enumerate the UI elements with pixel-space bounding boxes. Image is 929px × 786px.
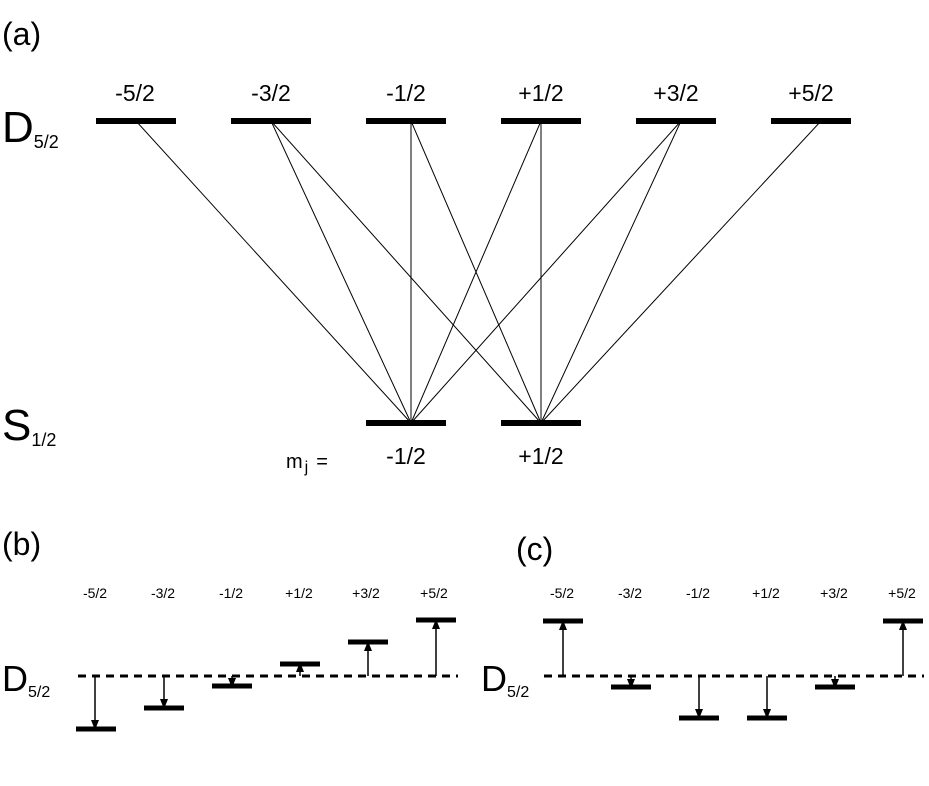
upper-state-main: D [2, 103, 34, 152]
upper-mj-label: +1/2 [518, 80, 563, 106]
transition-line [410, 120, 682, 424]
panel-b-label: (b) [2, 526, 41, 562]
transition-line [135, 120, 412, 424]
lower-state-sub: 1/2 [31, 430, 56, 450]
transition-line [540, 120, 822, 424]
upper-mj-labels: -5/2 -3/2 -1/2 +1/2 +3/2 +5/2 [115, 80, 834, 106]
transition-line [410, 120, 542, 424]
transition-lines [135, 120, 822, 424]
upper-mj-label: -3/2 [251, 80, 291, 106]
panel-b-mj-label: +3/2 [352, 585, 380, 601]
panel-c-mj-label: +1/2 [752, 585, 780, 601]
transition-line [270, 120, 412, 424]
panel-b-state-main: D [2, 658, 28, 699]
panel-b-mj-label: -1/2 [219, 585, 243, 601]
upper-mj-label: +3/2 [653, 80, 698, 106]
upper-state-label: D5/2 [2, 103, 59, 152]
panel-b-mj-label: -5/2 [83, 585, 107, 601]
panel-b-mj-label: +1/2 [285, 585, 313, 601]
panel-b: (b) D5/2 -5/2 -3/2 -1/2 +1/2 +3/2 +5/2 [2, 526, 458, 732]
lower-state-label: S1/2 [2, 401, 56, 450]
panel-c-state-sub: 5/2 [507, 684, 529, 701]
panel-b-shift-arrows [91, 619, 440, 730]
upper-state-sub: 5/2 [34, 132, 59, 152]
panel-c-state-label: D5/2 [481, 658, 529, 701]
lower-state-main: S [2, 401, 31, 450]
mj-prefix-eq: = [316, 451, 328, 473]
upper-mj-label: -1/2 [386, 80, 426, 106]
panel-c: (c) D5/2 -5/2 -3/2 -1/2 +1/2 +3/2 +5/2 [481, 531, 924, 721]
panel-c-mj-label: +5/2 [888, 585, 916, 601]
panel-c-mj-label: -1/2 [686, 585, 710, 601]
mj-prefix-main: m [286, 451, 303, 473]
panel-b-mj-labels: -5/2 -3/2 -1/2 +1/2 +3/2 +5/2 [83, 585, 448, 601]
panel-b-mj-label: -3/2 [151, 585, 175, 601]
panel-a-label: (a) [2, 16, 41, 52]
panel-b-mj-label: +5/2 [420, 585, 448, 601]
panel-c-mj-label: -5/2 [550, 585, 574, 601]
panel-c-state-main: D [481, 658, 507, 699]
upper-mj-label: +5/2 [788, 80, 833, 106]
panel-c-mj-label: -3/2 [618, 585, 642, 601]
lower-mj-label: +1/2 [518, 443, 563, 469]
upper-mj-label: -5/2 [115, 80, 155, 106]
panel-c-label: (c) [516, 531, 553, 567]
panel-b-state-sub: 5/2 [28, 684, 50, 701]
panel-b-state-label: D5/2 [2, 658, 50, 701]
transition-line [540, 120, 682, 424]
mj-prefix-sub: j [304, 459, 309, 476]
panel-c-mj-label: +3/2 [820, 585, 848, 601]
panel-c-mj-labels: -5/2 -3/2 -1/2 +1/2 +3/2 +5/2 [550, 585, 916, 601]
panel-c-levels [543, 618, 923, 721]
panel-c-shift-arrows [559, 620, 907, 719]
panel-a: (a) D5/2 S1/2 -5/2 -3/2 -1/2 +1/2 +3/2 +… [2, 16, 851, 476]
transition-line [270, 120, 542, 424]
lower-mj-label: -1/2 [386, 443, 426, 469]
